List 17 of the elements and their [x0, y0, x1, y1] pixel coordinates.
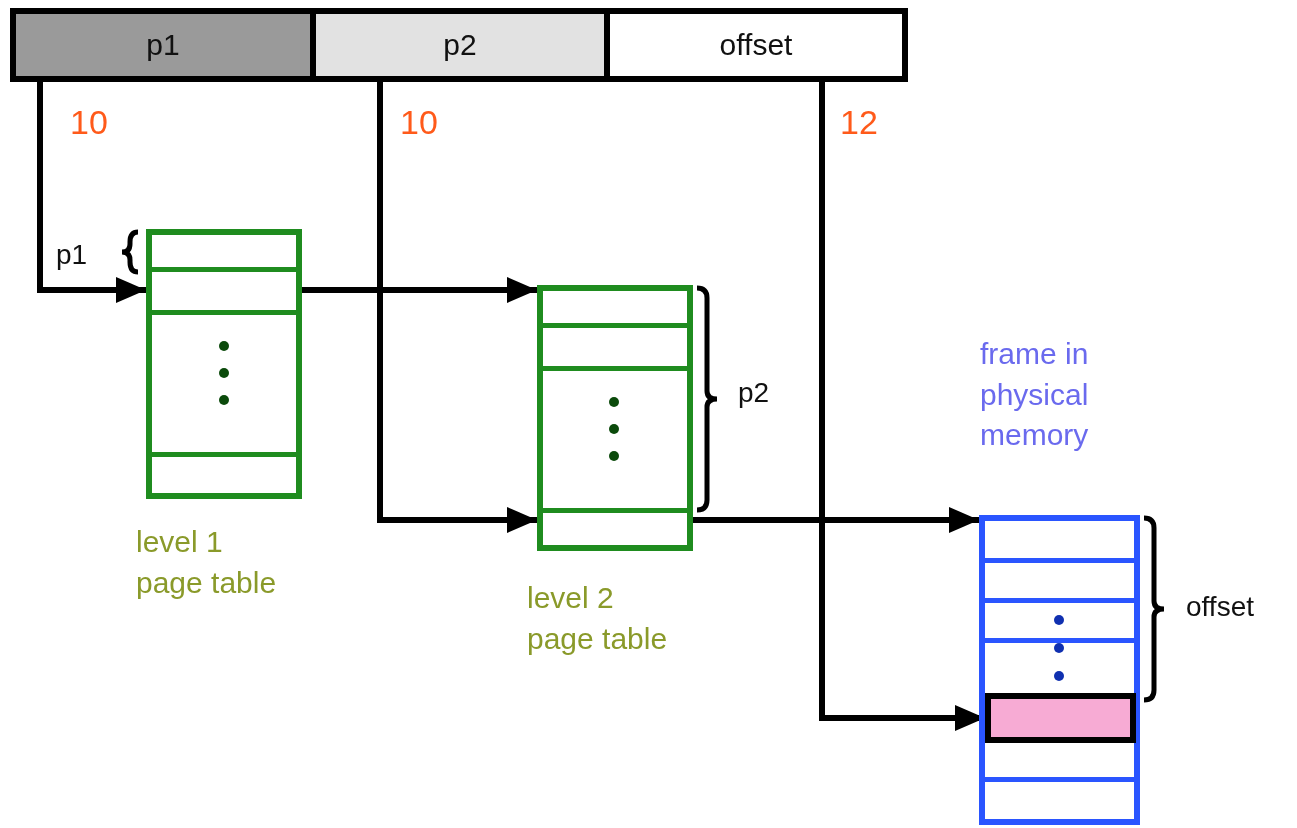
table-caption: level 1 page table: [136, 524, 278, 601]
table-caption: level 2 page table: [527, 580, 669, 657]
bit-count: 12: [840, 102, 878, 143]
bit-count: 10: [400, 102, 438, 143]
arrow: [37, 82, 146, 303]
index-label: p2: [738, 376, 770, 410]
bit-count: 10: [70, 102, 108, 143]
table-box: [146, 229, 302, 499]
arrow: [302, 277, 537, 303]
table-box: [979, 515, 1140, 825]
arrow: [693, 507, 979, 533]
index-label: offset: [1186, 590, 1254, 624]
highlighted-row: [985, 693, 1136, 743]
index-label: p1: [56, 238, 88, 272]
table-caption: frame in physical memory: [980, 336, 1090, 453]
arrow: [377, 82, 537, 533]
table-box: [537, 285, 693, 551]
